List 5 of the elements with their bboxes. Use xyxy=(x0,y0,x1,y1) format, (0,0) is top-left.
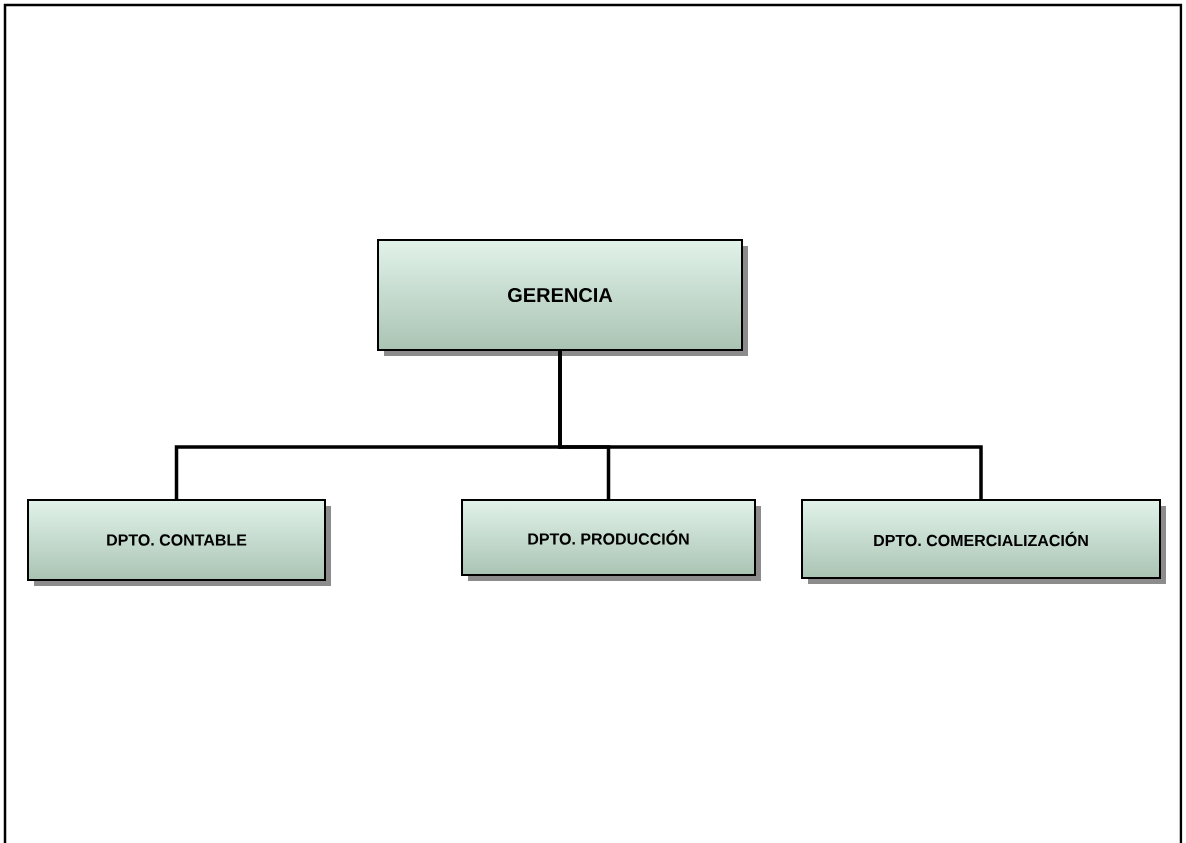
connector-line xyxy=(558,351,983,499)
org-box: DPTO. PRODUCCIÓN xyxy=(461,499,761,581)
org-box: GERENCIA xyxy=(377,239,748,356)
org-box: DPTO. COMERCIALIZACIÓN xyxy=(801,499,1166,584)
org-box: DPTO. CONTABLE xyxy=(27,499,331,586)
